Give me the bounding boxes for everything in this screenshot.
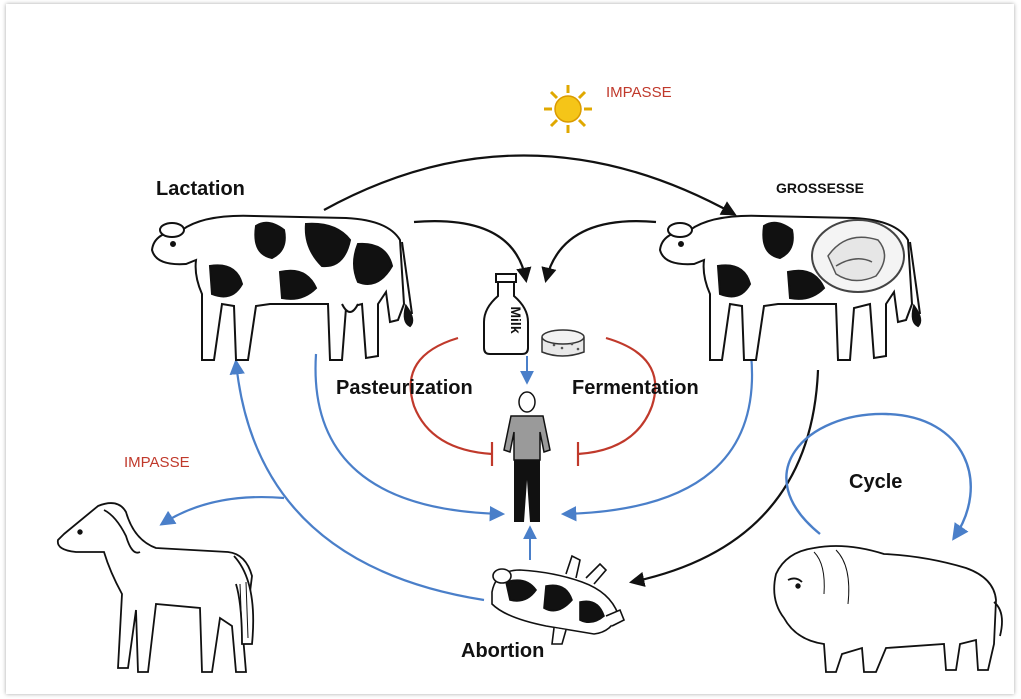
fermentation-inhibitor	[578, 338, 655, 466]
label-abortion: Abortion	[461, 640, 544, 663]
pasteurization-inhibitor	[411, 338, 492, 466]
pregnant-cow-icon	[660, 216, 920, 360]
aborted-calf-icon	[492, 556, 624, 644]
milk-bottle-icon: Milk	[484, 274, 528, 354]
label-pasteurization: Pasteurization	[336, 377, 473, 400]
cheese-icon	[542, 330, 584, 356]
cow-icon	[152, 216, 412, 360]
bison-icon	[774, 546, 1002, 672]
brucellosis-transmission-diagram: Milk	[6, 4, 1014, 694]
milk-bottle-label: Milk	[508, 306, 524, 333]
arrow-to-horse	[162, 497, 284, 524]
label-impasse-top: IMPASSE	[606, 84, 672, 101]
label-impasse-left: IMPASSE	[124, 454, 190, 471]
label-cycle: Cycle	[849, 471, 902, 494]
arrow-lactation-to-grossesse	[324, 155, 734, 214]
label-grossesse: GROSSESSE	[776, 180, 864, 196]
arrow-grossesse-to-abortion	[632, 370, 818, 582]
label-fermentation: Fermentation	[572, 377, 699, 400]
sun-icon	[544, 85, 592, 133]
label-lactation: Lactation	[156, 178, 245, 201]
human-icon	[504, 392, 550, 522]
arrow-pregnant-cow-to-milk	[546, 221, 656, 280]
arrow-cow-to-milk	[414, 221, 526, 280]
horse-icon	[58, 503, 253, 672]
diagram-frame: Milk Lactation	[6, 4, 1014, 694]
